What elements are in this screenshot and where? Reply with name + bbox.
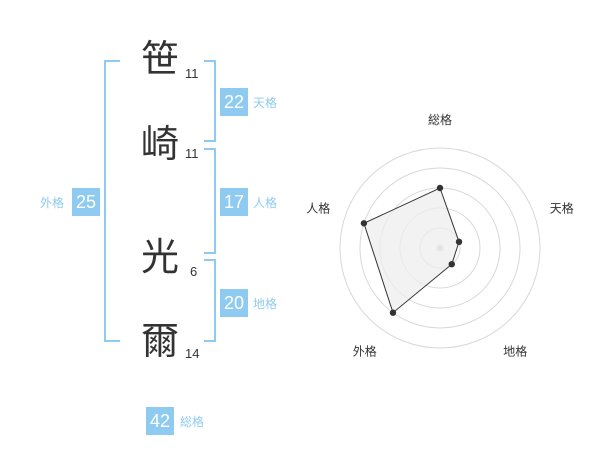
radar-point (455, 238, 463, 246)
chikaku-bracket (204, 259, 216, 342)
soukaku-label: 総格 (180, 415, 205, 429)
chikaku-label: 地格 (253, 297, 278, 311)
soukaku-value: 42 (146, 407, 174, 435)
jinkaku-label: 人格 (253, 196, 278, 210)
radar-axis-label: 外格 (353, 344, 377, 359)
name-char-2: 崎 (140, 122, 179, 166)
tenkaku-label: 天格 (253, 96, 278, 110)
radar-axis-label: 総格 (428, 112, 452, 127)
stroke-count-4: 14 (185, 346, 200, 361)
radar-axis-label: 人格 (306, 200, 330, 215)
gaikaku-bracket (104, 60, 120, 342)
stroke-count-3: 6 (190, 264, 198, 279)
jinkaku-bracket (204, 148, 216, 254)
radar-grid-ring (339, 147, 541, 349)
name-char-1: 笹 (140, 37, 179, 81)
tenkaku-value: 22 (220, 88, 248, 116)
radar-point (360, 220, 368, 227)
jinkaku-value: 17 (220, 188, 248, 216)
gaikaku-value: 25 (72, 188, 100, 216)
chikaku-value: 20 (220, 289, 248, 317)
radar-point (436, 184, 444, 192)
radar-series-area (363, 187, 460, 314)
radar-axis-label: 地格 (503, 344, 527, 359)
radar-grid-ring (359, 167, 521, 329)
name-char-4: 爾 (140, 319, 179, 363)
radar-axis-label: 天格 (550, 200, 574, 215)
name-char-3: 光 (140, 235, 179, 279)
stroke-count-1: 11 (185, 66, 199, 81)
stroke-count-2: 11 (185, 146, 199, 161)
gaikaku-label: 外格 (40, 196, 65, 210)
tenkaku-bracket (204, 60, 216, 142)
radar-point (448, 260, 455, 268)
radar-point (389, 309, 397, 316)
